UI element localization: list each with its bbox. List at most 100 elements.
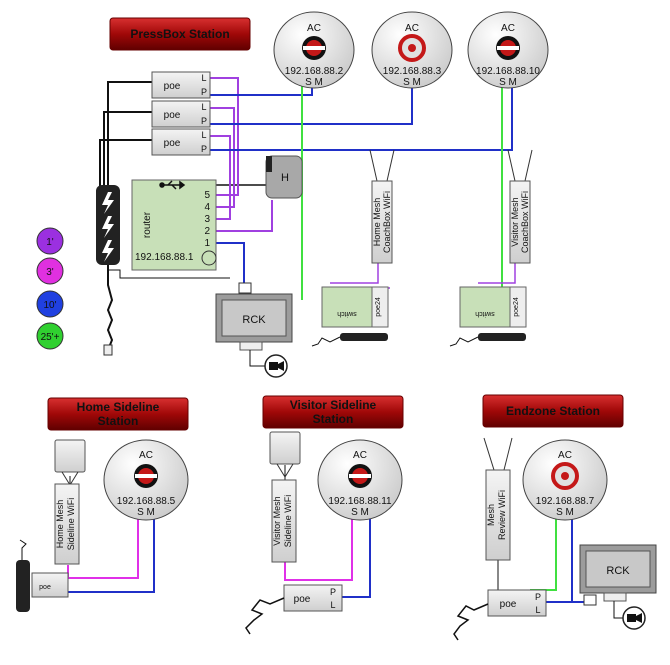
power-strip-small xyxy=(478,333,526,341)
svg-text:poe: poe xyxy=(164,138,181,149)
rck-unit: RCK xyxy=(215,282,293,378)
station-title: PressBox Station xyxy=(130,27,229,41)
mesh-unit-visitor-coachbox: Visitor Mesh CoachBox WiFi xyxy=(507,149,533,264)
svg-text:Home Mesh: Home Mesh xyxy=(372,198,382,247)
station-badge-pressbox: PressBox Station xyxy=(109,17,251,51)
svg-text:poe: poe xyxy=(500,599,517,610)
switch: switch poe24 xyxy=(311,286,389,347)
access-point: AC 192.168.88.3 S M xyxy=(371,11,453,89)
svg-text:10': 10' xyxy=(43,300,56,311)
svg-text:S M: S M xyxy=(499,77,517,88)
router: router 5 4 3 2 1 192.168.88.1 xyxy=(131,179,217,271)
svg-text:switch: switch xyxy=(475,310,495,317)
station-badge-endzone: Endzone Station xyxy=(482,394,624,428)
svg-text:1: 1 xyxy=(204,238,210,249)
cable-length-legend: 1' 3' 10' 25'+ xyxy=(36,227,64,350)
power-strip xyxy=(16,539,30,612)
svg-text:2: 2 xyxy=(204,226,210,237)
svg-text:L: L xyxy=(201,73,206,83)
svg-text:3': 3' xyxy=(46,267,54,278)
ap-logo-icon xyxy=(496,36,520,60)
poe-injector: poe L P xyxy=(151,128,211,156)
poe-injector: poe L P xyxy=(151,100,211,128)
access-point: AC 192.168.88.5 S M xyxy=(103,439,189,521)
svg-text:Review WiFi: Review WiFi xyxy=(497,490,507,540)
svg-text:poe: poe xyxy=(164,110,181,121)
svg-text:Sideline WiFi: Sideline WiFi xyxy=(283,495,293,548)
svg-text:Endzone Station: Endzone Station xyxy=(506,404,600,418)
ap-logo-icon xyxy=(348,464,372,488)
svg-text:poe: poe xyxy=(294,594,311,605)
svg-text:router: router xyxy=(142,211,153,238)
svg-text:S M: S M xyxy=(137,507,155,518)
svg-text:poe: poe xyxy=(39,584,51,591)
svg-text:Visitor Mesh: Visitor Mesh xyxy=(510,197,520,246)
mesh-unit-home-coachbox: Home Mesh CoachBox WiFi xyxy=(369,149,395,264)
svg-text:P: P xyxy=(330,587,336,597)
svg-text:H: H xyxy=(281,172,289,184)
svg-text:Home Sideline: Home Sideline xyxy=(77,400,160,414)
svg-text:1': 1' xyxy=(46,237,54,248)
svg-text:P: P xyxy=(535,592,541,602)
svg-text:CoachBox WiFi: CoachBox WiFi xyxy=(382,191,392,253)
svg-text:P: P xyxy=(201,87,207,97)
ap-ip: 192.168.88.10 xyxy=(476,66,540,77)
svg-text:poe24: poe24 xyxy=(513,297,520,317)
svg-text:AC: AC xyxy=(405,23,419,34)
mesh-unit-visitor-sideline: Visitor Mesh Sideline WiFi xyxy=(269,431,301,563)
svg-text:AC: AC xyxy=(139,450,153,461)
access-point: AC 192.168.88.2 S M xyxy=(273,11,355,89)
router-ip: 192.168.88.1 xyxy=(135,252,194,263)
ap-ip: 192.168.88.11 xyxy=(328,496,392,507)
svg-text:S M: S M xyxy=(351,507,369,518)
svg-text:Visitor Sideline: Visitor Sideline xyxy=(290,398,377,412)
access-point: AC 192.168.88.11 S M xyxy=(317,439,403,521)
power-strip-small xyxy=(340,333,388,341)
svg-text:25'+: 25'+ xyxy=(41,332,60,343)
svg-text:Visitor Mesh: Visitor Mesh xyxy=(272,496,282,545)
svg-text:RCK: RCK xyxy=(242,314,266,326)
access-point: AC 192.168.88.10 S M xyxy=(467,11,549,89)
svg-text:Mesh: Mesh xyxy=(486,504,496,526)
video-camera-icon xyxy=(622,606,646,630)
usb-icon xyxy=(159,180,186,190)
station-badge-visitor-sideline: Visitor Sideline Station xyxy=(262,395,404,429)
lightning-icon xyxy=(102,192,114,262)
svg-text:S M: S M xyxy=(403,77,421,88)
rck-unit: RCK xyxy=(579,544,657,630)
svg-text:L: L xyxy=(330,600,335,610)
poe-injector: poe xyxy=(31,572,69,598)
mesh-unit-review: Mesh Review WiFi xyxy=(483,437,513,561)
svg-text:L: L xyxy=(201,102,206,112)
svg-text:CoachBox WiFi: CoachBox WiFi xyxy=(520,191,530,253)
ap-logo-icon xyxy=(551,462,579,490)
hub: H xyxy=(265,155,303,199)
svg-text:AC: AC xyxy=(353,450,367,461)
switch: switch poe24 xyxy=(449,286,527,347)
svg-text:poe24: poe24 xyxy=(375,297,382,317)
poe-injector: poe L P xyxy=(151,71,211,99)
svg-text:L: L xyxy=(201,130,206,140)
ap-logo-icon xyxy=(398,34,426,62)
svg-text:switch: switch xyxy=(337,310,357,317)
poe-injector: poe P L xyxy=(487,589,547,617)
svg-text:Station: Station xyxy=(313,412,354,426)
svg-text:P: P xyxy=(201,116,207,126)
access-point: AC 192.168.88.7 S M xyxy=(522,439,608,521)
mesh-unit-home-sideline: Home Mesh Sideline WiFi xyxy=(54,439,86,565)
svg-text:3: 3 xyxy=(204,214,210,225)
svg-text:S M: S M xyxy=(556,507,574,518)
svg-text:4: 4 xyxy=(204,202,210,213)
svg-text:Home Mesh: Home Mesh xyxy=(55,500,65,549)
power-plug-icon xyxy=(103,344,113,356)
svg-text:AC: AC xyxy=(501,23,515,34)
power-strip xyxy=(96,185,120,356)
svg-text:Sideline WiFi: Sideline WiFi xyxy=(66,498,76,551)
svg-text:P: P xyxy=(201,144,207,154)
svg-text:AC: AC xyxy=(558,450,572,461)
ap-ip: 192.168.88.7 xyxy=(536,496,595,507)
ap-ip: 192.168.88.2 xyxy=(285,66,344,77)
svg-text:RCK: RCK xyxy=(606,565,630,577)
svg-text:S M: S M xyxy=(305,77,323,88)
